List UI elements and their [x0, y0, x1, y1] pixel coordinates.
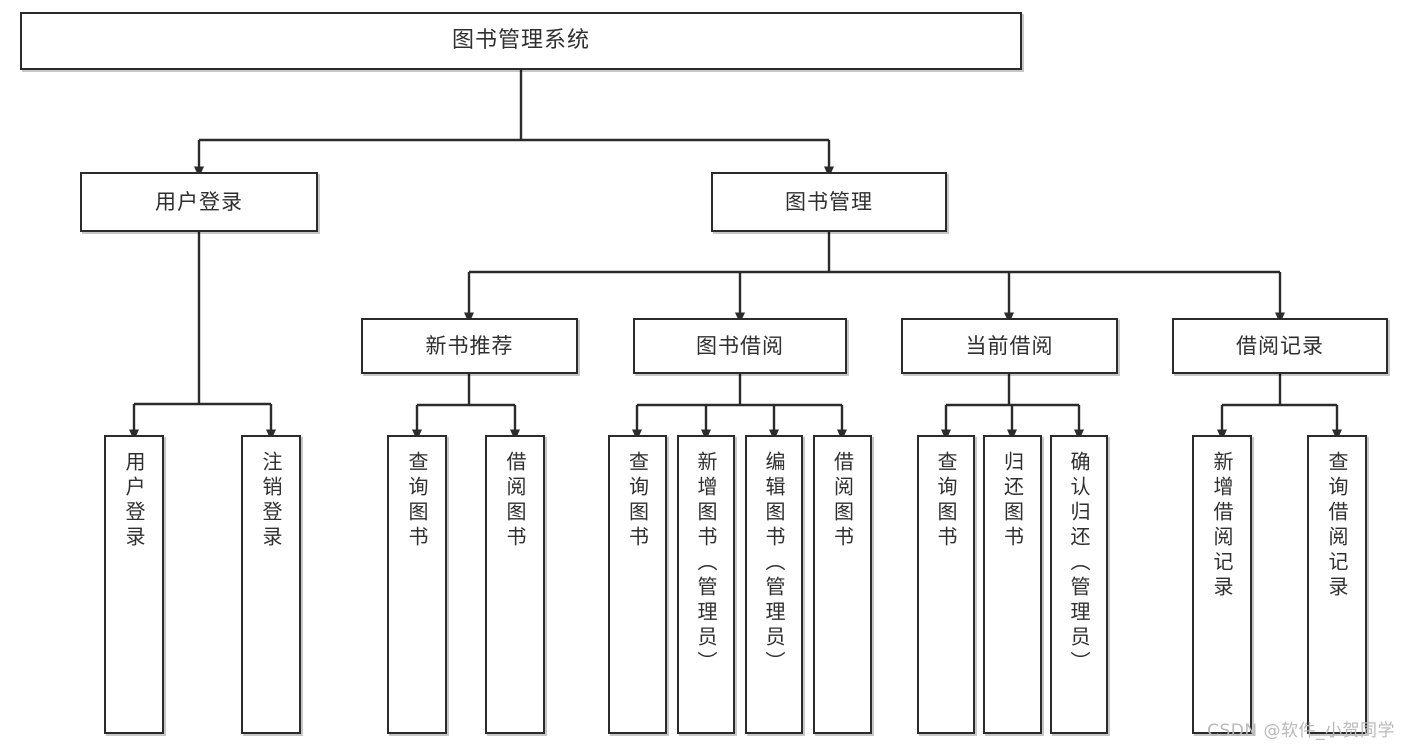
node-leaf-return-book-label: 归还图书 [1000, 451, 1025, 551]
node-leaf-query-book-b-label: 查询图书 [625, 451, 650, 551]
node-leaf-borrow-book-rec-label: 借阅图书 [503, 451, 527, 551]
node-leaf-add-book[interactable]: 新增图书（管理员） [677, 435, 735, 734]
node-book-manage-label: 图书管理 [785, 189, 873, 214]
node-current-borrow[interactable]: 当前借阅 [901, 318, 1118, 374]
node-leaf-confirm-return-label: 确认归还（管理员） [1067, 451, 1091, 676]
node-leaf-query-book-rec[interactable]: 查询图书 [387, 435, 447, 734]
node-book-borrow-label: 图书借阅 [696, 333, 784, 358]
node-user-login[interactable]: 用户登录 [80, 172, 318, 232]
node-leaf-user-login[interactable]: 用户登录 [104, 435, 164, 734]
csdn-watermark: CSDN @软件_小贺同学 [1207, 721, 1395, 741]
node-leaf-query-book-rec-label: 查询图书 [405, 451, 429, 551]
node-book-borrow[interactable]: 图书借阅 [633, 318, 847, 374]
node-new-book-rec[interactable]: 新书推荐 [361, 318, 578, 374]
node-leaf-edit-book-label: 编辑图书（管理员） [762, 451, 786, 676]
node-leaf-edit-book[interactable]: 编辑图书（管理员） [745, 435, 803, 734]
node-leaf-query-record[interactable]: 查询借阅记录 [1307, 435, 1367, 734]
node-leaf-add-record[interactable]: 新增借阅记录 [1192, 435, 1252, 734]
node-leaf-return-book[interactable]: 归还图书 [983, 435, 1042, 734]
node-leaf-borrow-book-rec[interactable]: 借阅图书 [485, 435, 545, 734]
node-leaf-user-logout[interactable]: 注销登录 [241, 435, 301, 734]
node-book-manage[interactable]: 图书管理 [711, 172, 947, 232]
node-leaf-confirm-return[interactable]: 确认归还（管理员） [1050, 435, 1108, 734]
node-leaf-query-book-c-label: 查询图书 [934, 451, 958, 551]
node-leaf-query-book-c[interactable]: 查询图书 [917, 435, 975, 734]
node-root-label: 图书管理系统 [451, 28, 590, 54]
node-leaf-borrow-book-b[interactable]: 借阅图书 [813, 435, 872, 734]
node-new-book-rec-label: 新书推荐 [425, 333, 514, 358]
node-leaf-add-book-label: 新增图书（管理员） [694, 451, 718, 676]
node-leaf-add-record-label: 新增借阅记录 [1210, 451, 1234, 601]
node-leaf-user-login-label: 用户登录 [122, 451, 146, 551]
node-leaf-query-book-b[interactable]: 查询图书 [608, 435, 667, 734]
node-leaf-user-logout-label: 注销登录 [259, 451, 283, 551]
node-current-borrow-label: 当前借阅 [965, 333, 1054, 358]
node-leaf-borrow-book-b-label: 借阅图书 [830, 451, 855, 551]
node-user-login-label: 用户登录 [155, 189, 243, 214]
node-borrow-record-label: 借阅记录 [1236, 333, 1324, 358]
node-leaf-query-record-label: 查询借阅记录 [1325, 451, 1349, 601]
node-borrow-record[interactable]: 借阅记录 [1172, 318, 1388, 374]
node-root[interactable]: 图书管理系统 [20, 12, 1022, 70]
